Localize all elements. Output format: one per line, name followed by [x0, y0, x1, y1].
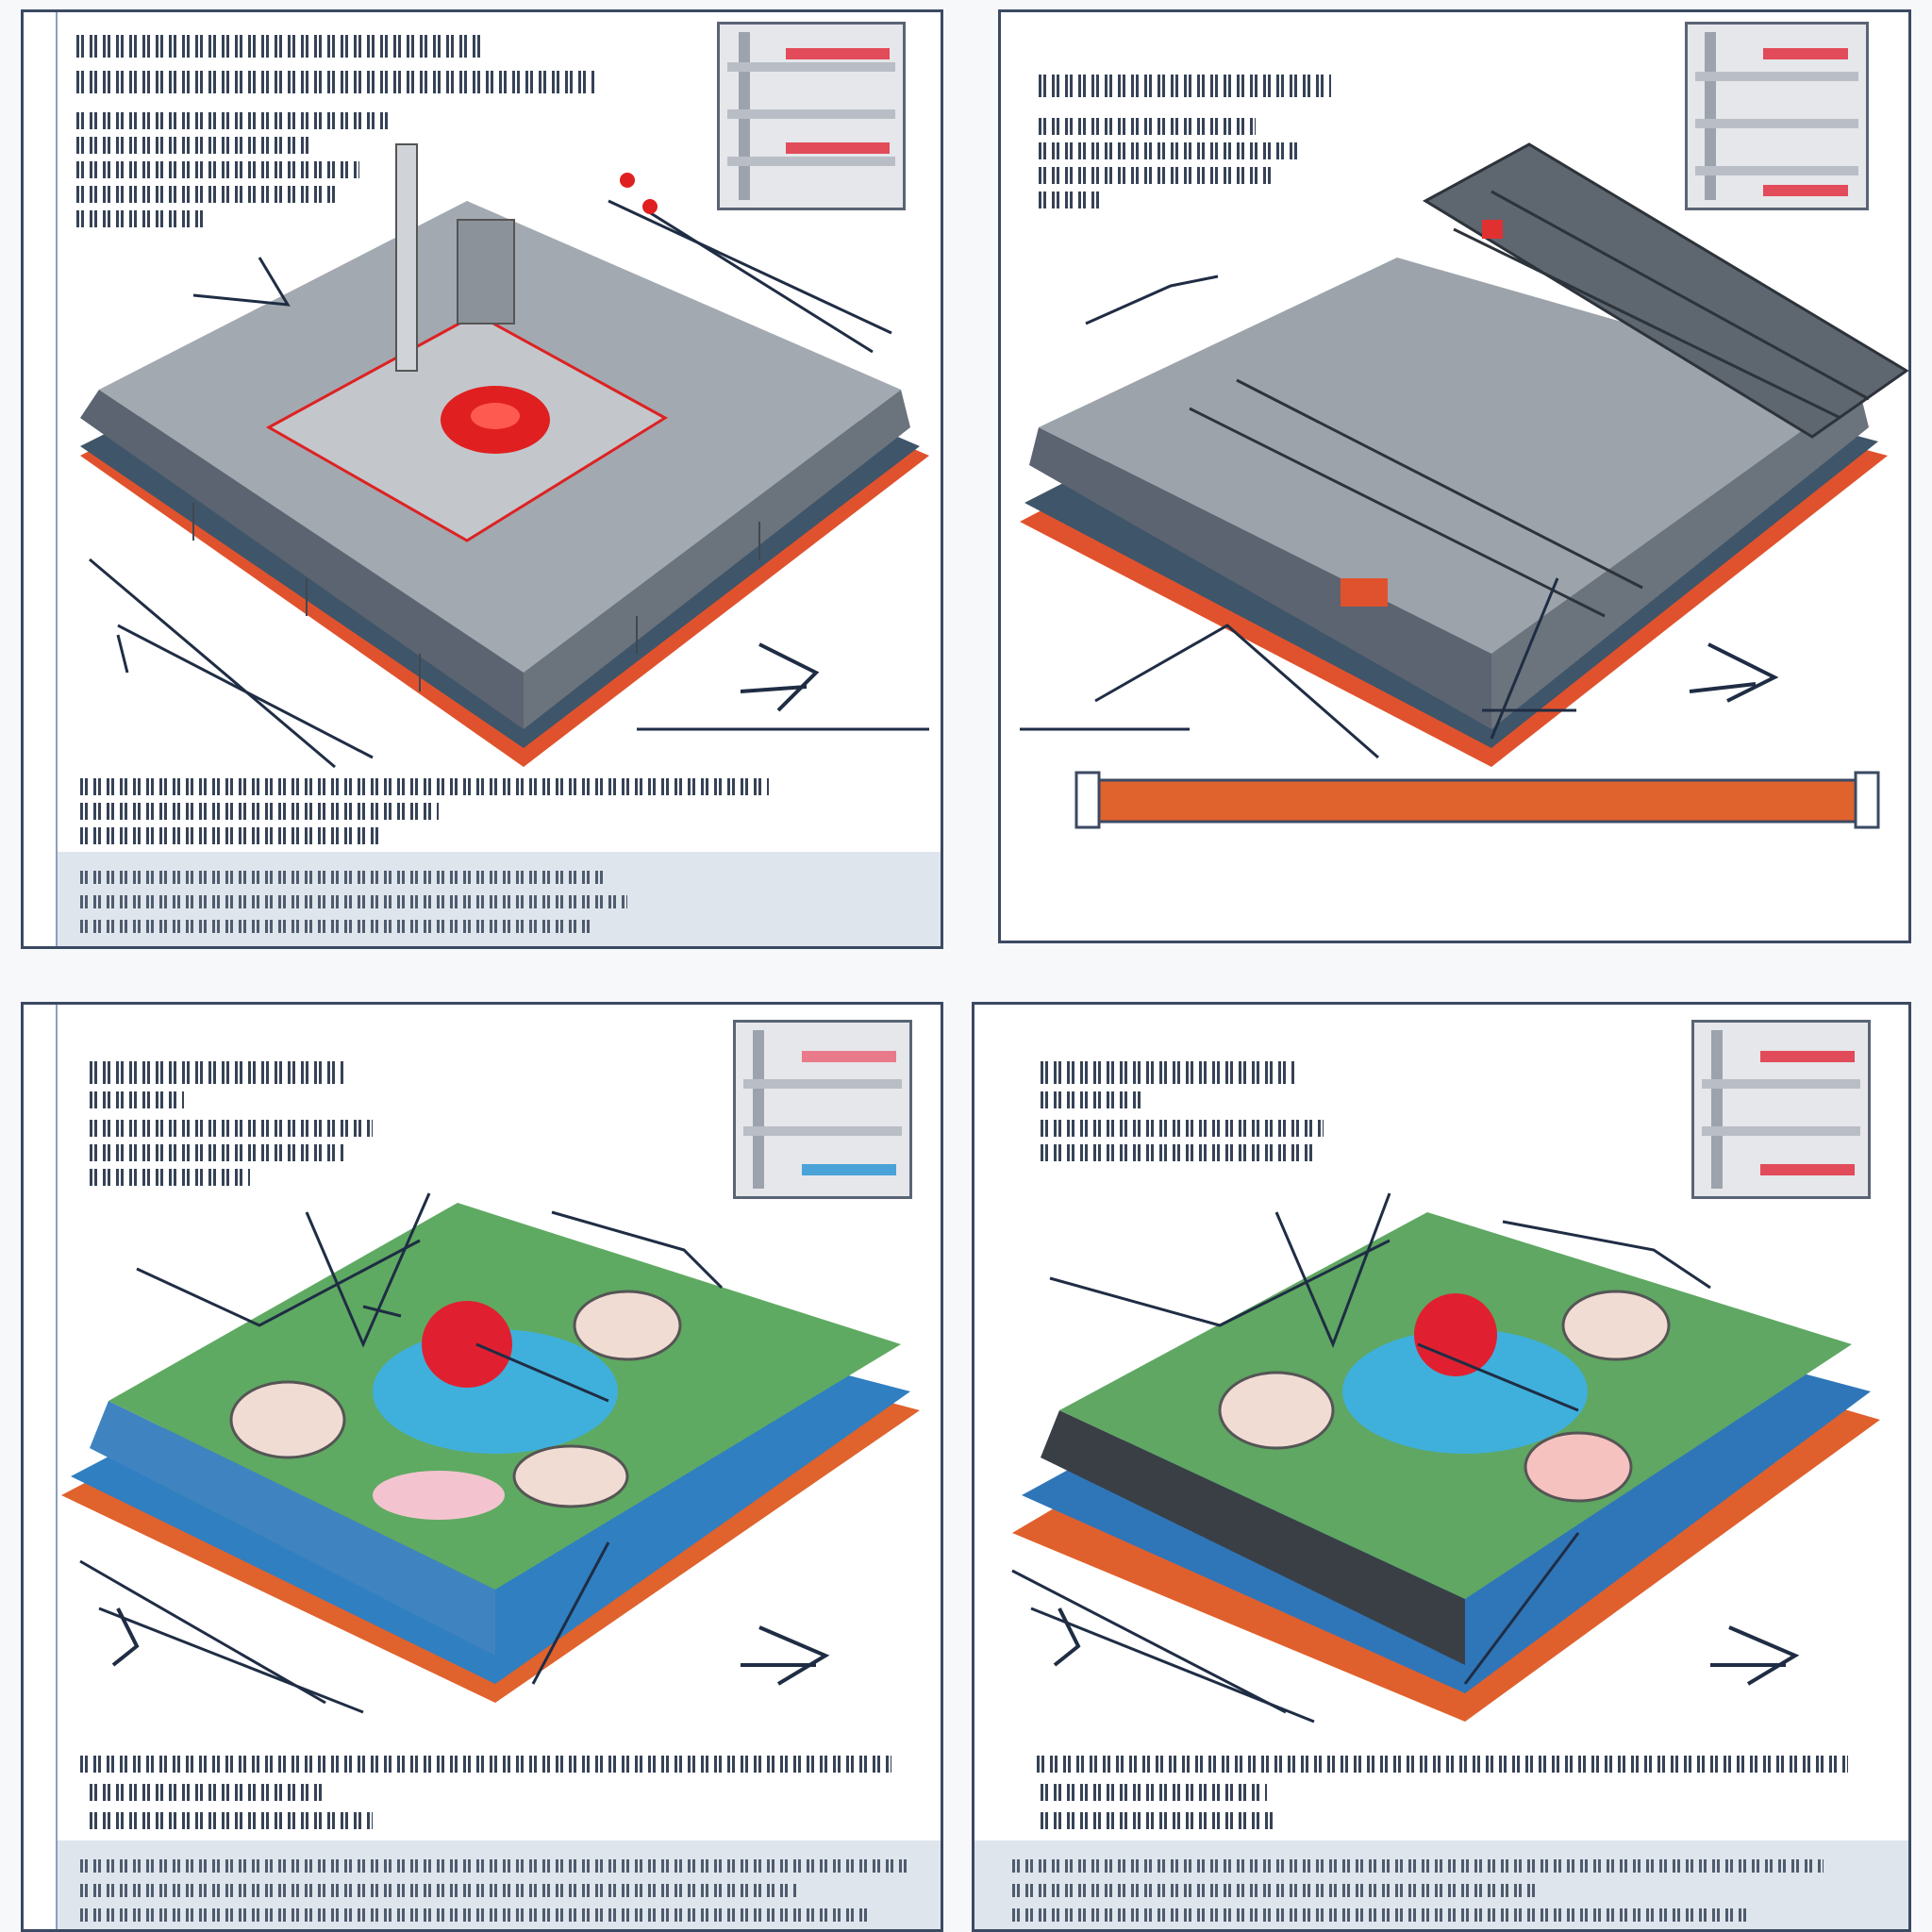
- annotation-glyphs: [1039, 192, 1105, 208]
- caption-glyphs: [80, 778, 769, 795]
- dimension-arrow-icon: [116, 634, 129, 674]
- note-glyphs: [80, 1884, 797, 1897]
- north-arrow-icon: [1710, 1625, 1800, 1686]
- axonometric-drawing: [61, 1192, 920, 1714]
- caption-glyphs: [1037, 1756, 1848, 1773]
- section-marker-icon: [111, 1607, 140, 1667]
- caption-glyphs: [1041, 1784, 1267, 1801]
- margin-rule: [56, 12, 58, 946]
- planter: [573, 1290, 682, 1361]
- note-glyphs: [80, 1859, 910, 1873]
- note-glyphs: [80, 871, 608, 884]
- caption-glyphs: [80, 827, 382, 844]
- annotation-glyphs: [76, 161, 359, 178]
- north-arrow-icon: [740, 642, 820, 712]
- north-arrow-icon: [741, 1625, 830, 1686]
- water-basin: [1342, 1329, 1588, 1454]
- caption-glyphs: [90, 1812, 373, 1829]
- annotation-glyphs: [76, 112, 388, 129]
- annotation-glyphs: [90, 1144, 344, 1161]
- note-glyphs: [80, 895, 627, 908]
- inset-thumbnail: [1685, 22, 1869, 210]
- leader-lines: [1011, 1192, 1711, 1724]
- diagram-panel-4: [972, 1002, 1911, 1932]
- annotation-glyphs: [76, 186, 341, 203]
- section-marker-icon: [1053, 1607, 1081, 1667]
- diagram-panel-1: [21, 9, 943, 949]
- annotation-glyphs: [90, 1120, 373, 1137]
- caption-glyphs: [80, 803, 439, 820]
- margin-rule: [56, 1005, 58, 1929]
- annotation-glyphs: [76, 210, 208, 227]
- panel-title-glyphs: [90, 1061, 344, 1084]
- axonometric-drawing: [1011, 1192, 1880, 1724]
- panel-title-glyphs: [76, 35, 482, 58]
- leader-lines: [79, 1192, 724, 1714]
- leader-lines: [1020, 275, 1576, 759]
- slab-side: [1491, 390, 1869, 729]
- note-glyphs: [80, 920, 590, 933]
- note-glyphs: [1012, 1859, 1824, 1873]
- north-arrow-icon: [1689, 642, 1779, 703]
- planter: [1524, 1431, 1633, 1503]
- caption-glyphs: [1041, 1812, 1276, 1829]
- planter: [512, 1444, 629, 1508]
- planter: [1218, 1371, 1335, 1450]
- panel-title-glyphs: [1041, 1061, 1295, 1084]
- inset-thumbnail: [733, 1020, 912, 1199]
- slab-side: [524, 390, 910, 729]
- planter: [229, 1380, 346, 1459]
- leader-lines: [89, 199, 929, 769]
- annotation-glyphs: [90, 1091, 184, 1108]
- caption-glyphs: [90, 1784, 325, 1801]
- annotation-glyphs: [1039, 167, 1274, 184]
- roof-deck: [1039, 258, 1859, 654]
- note-glyphs: [1012, 1908, 1748, 1922]
- slab-side: [80, 390, 524, 729]
- beam-section: [1093, 778, 1861, 824]
- sawtooth-roof: [1423, 142, 1908, 439]
- note-glyphs: [1012, 1884, 1541, 1897]
- panel-title-glyphs: [1039, 75, 1331, 97]
- note-glyphs: [80, 1908, 873, 1922]
- slab-side: [1029, 427, 1491, 729]
- annotation-glyphs: [90, 1169, 250, 1186]
- red-marker: [422, 1301, 512, 1388]
- slab-side: [1041, 1410, 1465, 1665]
- annotation-glyphs: [76, 137, 312, 154]
- panel-subtitle-glyphs: [76, 71, 595, 93]
- annotation-glyphs: [1041, 1144, 1314, 1161]
- annotation-glyphs: [1039, 118, 1256, 135]
- diagram-panel-3: [21, 1002, 943, 1932]
- planter: [1561, 1290, 1671, 1361]
- annotation-glyphs: [1039, 142, 1303, 159]
- caption-glyphs: [80, 1756, 891, 1773]
- red-marker: [1414, 1293, 1497, 1376]
- annotation-glyphs: [1041, 1091, 1144, 1108]
- axonometric-drawing: [80, 143, 929, 769]
- axonometric-drawing: [1020, 142, 1908, 829]
- inset-thumbnail: [1691, 1020, 1871, 1199]
- inset-thumbnail: [717, 22, 906, 210]
- mast: [395, 143, 418, 372]
- annotation-glyphs: [1041, 1120, 1324, 1137]
- diagram-panel-2: [998, 9, 1911, 943]
- slab-side: [90, 1401, 495, 1656]
